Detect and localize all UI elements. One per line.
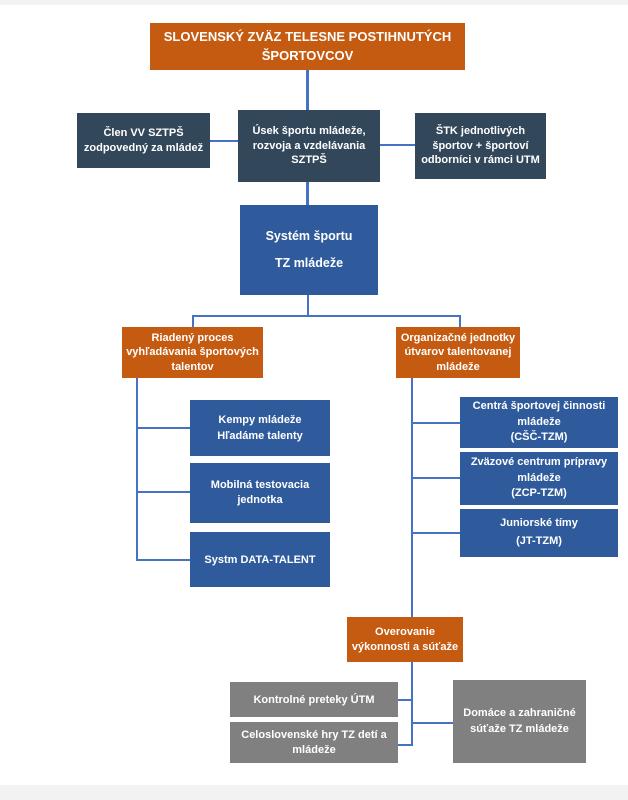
- node-centra-sportovej-cinnosti: Centrá športovej činnosti mládeže (CŠČ-T…: [460, 397, 618, 448]
- node-organizacne-jednotky: Organizačné jednotky útvarov talentovane…: [396, 327, 520, 378]
- node-clen-vv-sztps: Člen VV SZTPŠ zodpovedný za mládež: [77, 113, 210, 168]
- node-zvazove-centrum-pripravy: Zväzové centrum prípravy mládeže (ZCP-TZ…: [460, 452, 618, 505]
- node-title-sztps: SLOVENSKÝ ZVÄZ TELESNE POSTIHNUTÝCH ŠPOR…: [150, 23, 465, 70]
- connector-spine-to-mobilna: [138, 491, 190, 493]
- node-juniorske-timy: Juniorské tímy (JT-TZM): [460, 509, 618, 557]
- node-kontrolne-preteky-utm: Kontrolné preteky ÚTM: [230, 682, 398, 717]
- connector-spine-to-juniorske: [413, 532, 460, 534]
- connector-spine-to-kontrolne: [398, 699, 411, 701]
- node-domace-zahranicne-sutaze: Domáce a zahraničné súťaže TZ mládeže: [453, 680, 586, 763]
- connector-system-to-branch: [307, 295, 309, 316]
- connector-branch-to-organizacne: [459, 315, 461, 327]
- connector-spine-to-celoslovenske: [398, 744, 411, 746]
- node-usek-sportu-mladeze: Úsek športu mládeže, rozvoja a vzdelávan…: [238, 110, 380, 182]
- top-strip: [0, 0, 628, 5]
- node-mobilna-testovacia-jednotka: Mobilná testovacia jednotka: [190, 463, 330, 523]
- connector-spine-to-centra: [413, 422, 460, 424]
- connector-usek-to-system: [306, 182, 309, 205]
- connector-usek-to-stk: [380, 144, 415, 146]
- connector-overovanie-spine: [411, 662, 413, 746]
- connector-title-to-usek: [306, 70, 309, 113]
- connector-spine-to-datatalent: [138, 559, 190, 561]
- node-system-data-talent: Systm DATA-TALENT: [190, 532, 330, 587]
- connector-branch-horizontal: [192, 315, 461, 317]
- connector-clen-to-usek: [210, 140, 238, 142]
- connector-spine-to-domace: [413, 722, 453, 724]
- node-system-sportu-tz-mladeze: Systém športu TZ mládeže: [240, 205, 378, 295]
- connector-branch-to-riadeny: [192, 315, 194, 327]
- node-celoslovenske-hry: Celoslovenské hry TZ detí a mládeže: [230, 722, 398, 763]
- connector-organizacne-spine: [411, 378, 413, 617]
- connector-spine-to-kempy: [138, 427, 190, 429]
- node-riadeny-proces-talentov: Riadený proces vyhľadávania športových t…: [122, 327, 263, 378]
- node-kempy-mladeze: Kempy mládeže Hľadáme talenty: [190, 400, 330, 456]
- footer-strip: [0, 785, 628, 800]
- connector-riadeny-spine: [136, 378, 138, 561]
- connector-spine-to-zvazove: [413, 477, 460, 479]
- node-stk-jednotlivych-sportov: ŠTK jednotlivých športov + športoví odbo…: [415, 113, 546, 179]
- node-overovanie-vykonnosti: Overovanie výkonnosti a súťaže: [347, 617, 463, 662]
